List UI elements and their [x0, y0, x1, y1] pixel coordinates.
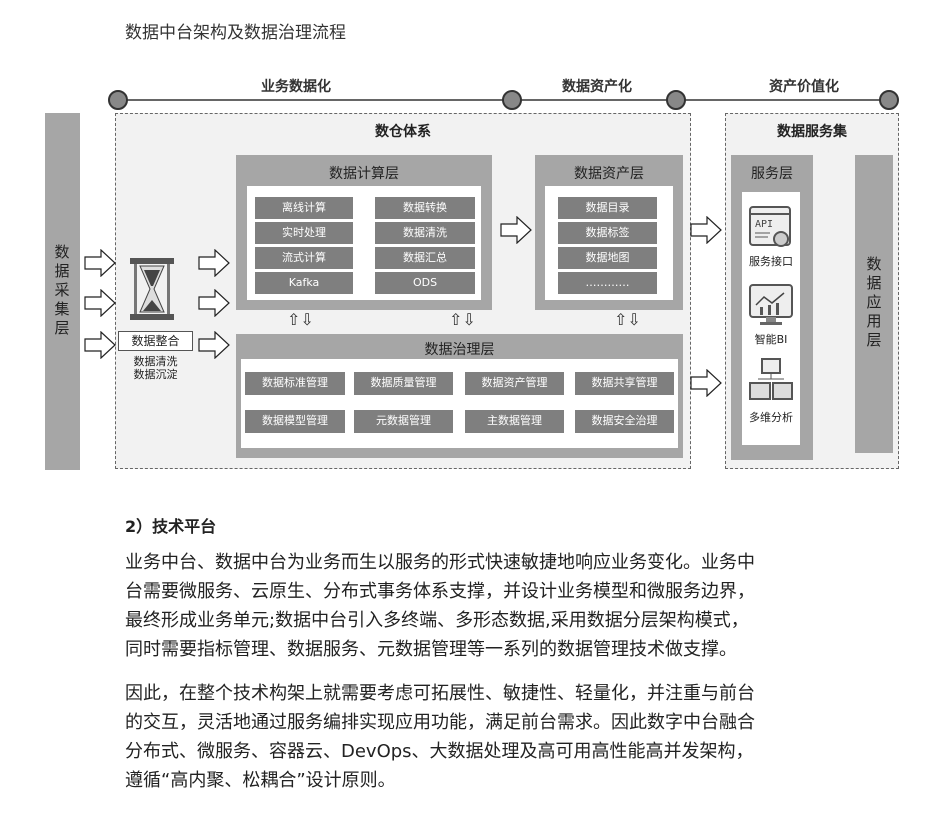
asset-item: 数据目录 [558, 197, 657, 219]
compute-item: 实时处理 [255, 222, 353, 244]
section-heading: 2）技术平台 [125, 517, 217, 536]
asset-layer-title: 数据资产层 [574, 166, 644, 182]
compute-item: ODS [375, 272, 475, 294]
paragraph-2: 因此，在整个技术构架上就需要考虑可拓展性、敏捷性、轻量化，并注重与前台 的交互，… [125, 679, 845, 795]
arrow-right-icon [198, 289, 230, 317]
integrate-box: 数据整合 [118, 331, 193, 351]
collection-layer-label: 数据采集层 [54, 243, 70, 337]
governance-item: 数据安全治理 [575, 410, 674, 433]
service-item: 多维分析 [749, 411, 793, 424]
governance-item: 主数据管理 [465, 410, 564, 433]
figure-title: 数据中台架构及数据治理流程 [125, 23, 346, 43]
multidimensional-analysis-icon [749, 358, 793, 400]
app-layer: 数据应用层 [855, 155, 893, 453]
governance-item: 数据共享管理 [575, 372, 674, 395]
warehouse-title: 数仓体系 [375, 124, 431, 140]
svg-text:API: API [755, 219, 773, 230]
governance-layer-title: 数据治理层 [424, 342, 495, 358]
app-layer-label: 数据应用层 [866, 255, 882, 349]
compute-layer: 数据计算层 离线计算 数据转换 实时处理 数据清洗 流式计算 数据汇总 Kafk… [236, 155, 492, 310]
asset-item: ………… [558, 272, 657, 294]
api-icon: API [749, 206, 791, 247]
hourglass-icon [130, 258, 174, 320]
service-item: 智能BI [754, 333, 788, 346]
timeline-label: 资产价值化 [769, 79, 839, 95]
timeline-node [879, 90, 899, 110]
governance-item: 数据资产管理 [465, 372, 564, 395]
timeline-node [666, 90, 686, 110]
governance-item: 元数据管理 [354, 410, 453, 433]
service-title: 数据服务集 [777, 124, 847, 140]
asset-layer: 数据资产层 数据目录 数据标签 数据地图 ………… [535, 155, 683, 310]
collection-layer: 数据采集层 [45, 113, 80, 470]
arrow-right-icon [84, 331, 116, 359]
arrow-right-icon [500, 216, 532, 244]
timeline-node [502, 90, 522, 110]
arrow-right-icon [690, 216, 722, 244]
service-layer: 服务层 API 服务接口 智能BI 多维分析 [731, 155, 813, 460]
compute-item: 离线计算 [255, 197, 353, 219]
service-item: 服务接口 [749, 255, 793, 268]
timeline-label: 数据资产化 [562, 79, 632, 95]
compute-item: 数据汇总 [375, 247, 475, 269]
text-line: 因此，在整个技术构架上就需要考虑可拓展性、敏捷性、轻量化，并注重与前台 [125, 683, 755, 704]
bidirectional-arrow-icon: ⇧⇩ [449, 310, 476, 329]
bidirectional-arrow-icon: ⇧⇩ [614, 310, 641, 329]
text-line: 遵循“高内聚、松耦合”设计原则。 [125, 770, 396, 791]
arrow-right-icon [84, 289, 116, 317]
bi-monitor-icon [749, 284, 793, 325]
compute-item: 数据清洗 [375, 222, 475, 244]
compute-item: 数据转换 [375, 197, 475, 219]
text-line: 台需要微服务、云原生、分布式事务体系支撑，并设计业务模型和微服务边界， [125, 581, 755, 602]
integrate-sub-item: 数据清洗 [133, 355, 178, 368]
arrow-right-icon [198, 331, 230, 359]
governance-layer: 数据治理层 数据标准管理 数据质量管理 数据资产管理 数据共享管理 数据模型管理… [236, 334, 683, 458]
bidirectional-arrow-icon: ⇧⇩ [287, 310, 314, 329]
compute-layer-title: 数据计算层 [329, 166, 399, 182]
compute-item: Kafka [255, 272, 353, 294]
integrate-sub: 数据清洗 数据沉淀 [118, 355, 193, 381]
timeline-label: 业务数据化 [261, 79, 331, 95]
arrow-right-icon [198, 249, 230, 277]
integrate-sub-item: 数据沉淀 [133, 368, 178, 381]
paragraph-1: 业务中台、数据中台为业务而生以服务的形式快速敏捷地响应业务变化。业务中 台需要微… [125, 548, 845, 664]
asset-item: 数据地图 [558, 247, 657, 269]
text-line: 的交互，灵活地通过服务编排实现应用功能，满足前台需求。因此数字中台融合 [125, 712, 755, 733]
text-line: 同时需要指标管理、数据服务、元数据管理等一系列的数据管理技术做支撑。 [125, 639, 737, 660]
compute-item: 流式计算 [255, 247, 353, 269]
service-layer-title: 服务层 [751, 166, 793, 182]
asset-item: 数据标签 [558, 222, 657, 244]
governance-item: 数据模型管理 [245, 410, 345, 433]
arrow-right-icon [690, 369, 722, 397]
text-line: 最终形成业务单元;数据中台引入多终端、多形态数据,采用数据分层架构模式， [125, 610, 749, 631]
governance-item: 数据标准管理 [245, 372, 345, 395]
text-line: 分布式、微服务、容器云、DevOps、大数据处理及高可用高性能高并发架构， [125, 741, 754, 762]
governance-item: 数据质量管理 [354, 372, 453, 395]
text-line: 业务中台、数据中台为业务而生以服务的形式快速敏捷地响应业务变化。业务中 [125, 552, 755, 573]
arrow-right-icon [84, 249, 116, 277]
timeline-node [108, 90, 128, 110]
